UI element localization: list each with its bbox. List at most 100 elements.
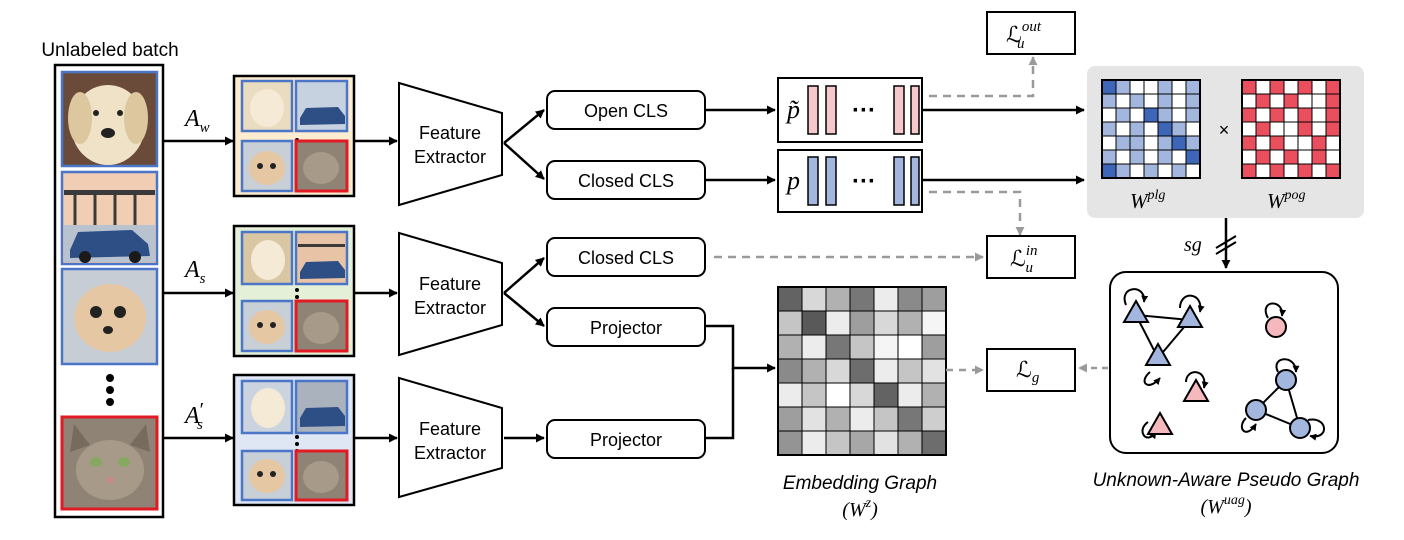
wz-grid-cell	[873, 358, 899, 384]
wpog-grid-cell	[1311, 135, 1327, 151]
w-plg-matrix	[1101, 79, 1201, 179]
wplg-grid-cell	[1115, 79, 1131, 95]
arrow-fe2-closed	[503, 257, 545, 294]
wz-grid-cell	[801, 406, 827, 432]
wpog-grid-cell	[1269, 107, 1285, 123]
wplg-grid-cell	[1171, 135, 1187, 151]
wpog-grid-cell	[1241, 107, 1257, 123]
wplg-grid-cell	[1157, 135, 1173, 151]
wplg-grid-cell	[1171, 107, 1187, 123]
wpog-grid-cell	[1269, 149, 1285, 165]
wz-grid-cell	[825, 334, 851, 360]
wz-grid-cell	[777, 286, 803, 312]
feature-extractor-1: Feature Extractor	[398, 81, 503, 207]
wz-grid-cell	[801, 310, 827, 336]
wplg-grid-cell	[1115, 107, 1131, 123]
wplg-grid-cell	[1129, 79, 1145, 95]
svg-text:p̃: p̃	[785, 95, 800, 124]
closed-prediction-vector: p ···	[777, 149, 923, 213]
wpog-grid-cell	[1283, 149, 1299, 165]
wpog-grid-cell	[1283, 135, 1299, 151]
wplg-grid-cell	[1101, 93, 1117, 109]
wplg-grid-cell	[1143, 79, 1159, 95]
w-plg-label: Wplg	[1130, 188, 1165, 213]
wplg-grid-cell	[1185, 163, 1201, 179]
svg-text:Extractor: Extractor	[414, 298, 486, 318]
wplg-grid-cell	[1143, 93, 1159, 109]
wz-grid-cell	[849, 382, 875, 408]
wpog-grid-cell	[1297, 121, 1313, 137]
wpog-grid-cell	[1325, 163, 1341, 179]
wz-grid-cell	[873, 310, 899, 336]
wpog-grid-cell	[1325, 135, 1341, 151]
wpog-grid-cell	[1269, 79, 1285, 95]
wpog-grid-cell	[1311, 107, 1327, 123]
wpog-grid-cell	[1255, 121, 1271, 137]
svg-text:Feature: Feature	[419, 123, 481, 143]
wpog-grid-cell	[1269, 93, 1285, 109]
puppy-image	[60, 267, 159, 366]
wplg-grid-cell	[1129, 93, 1145, 109]
wpog-grid-cell	[1255, 135, 1271, 151]
wz-grid-cell	[921, 382, 947, 408]
wplg-grid-cell	[1157, 149, 1173, 165]
wplg-grid-cell	[1129, 163, 1145, 179]
wz-grid-cell	[801, 382, 827, 408]
svg-text:Extractor: Extractor	[414, 443, 486, 463]
svg-text:Feature: Feature	[419, 274, 481, 294]
open-cls-box: Open CLS	[546, 90, 706, 130]
embedding-graph-label: Embedding Graph	[783, 473, 937, 494]
wplg-grid-cell	[1157, 79, 1173, 95]
closed-cls-box-2: Closed CLS	[546, 237, 706, 277]
wplg-grid-cell	[1115, 135, 1131, 151]
wz-grid-cell	[897, 310, 923, 336]
wz-grid-cell	[801, 358, 827, 384]
embedding-graph-matrix	[777, 286, 947, 456]
wpog-grid-cell	[1283, 107, 1299, 123]
wpog-grid-cell	[1325, 107, 1341, 123]
wplg-grid-cell	[1115, 121, 1131, 137]
wz-grid-cell	[873, 430, 899, 456]
wplg-grid-cell	[1157, 163, 1173, 179]
projector-box-1: Projector	[546, 307, 706, 347]
wpog-grid-cell	[1325, 79, 1341, 95]
wpog-grid-cell	[1311, 121, 1327, 137]
wplg-grid-cell	[1185, 79, 1201, 95]
closed-cls-box-1: Closed CLS	[546, 160, 706, 200]
wpog-grid-cell	[1269, 121, 1285, 137]
wpog-grid-cell	[1241, 163, 1257, 179]
wpog-grid-cell	[1311, 93, 1327, 109]
wz-grid-cell	[825, 286, 851, 312]
wpog-grid-cell	[1241, 79, 1257, 95]
wplg-grid-cell	[1129, 107, 1145, 123]
svg-text:Extractor: Extractor	[414, 147, 486, 167]
sg-label: sg	[1184, 234, 1202, 256]
arrow-fe2-proj	[503, 292, 545, 327]
wpog-grid-cell	[1255, 149, 1271, 165]
wplg-grid-cell	[1143, 135, 1159, 151]
svg-text:Projector: Projector	[590, 430, 662, 450]
wplg-grid-cell	[1143, 163, 1159, 179]
svg-text:···: ···	[852, 168, 876, 195]
wz-grid-cell	[921, 334, 947, 360]
wz-grid-cell	[921, 430, 947, 456]
wz-grid-cell	[777, 406, 803, 432]
strong-aug-batch	[232, 224, 356, 358]
wpog-grid-cell	[1283, 93, 1299, 109]
wpog-grid-cell	[1325, 149, 1341, 165]
wplg-grid-cell	[1171, 149, 1187, 165]
wpog-grid-cell	[1311, 163, 1327, 179]
wz-grid-cell	[897, 406, 923, 432]
wz-grid-cell	[897, 334, 923, 360]
wpog-grid-cell	[1325, 121, 1341, 137]
svg-text:Open CLS: Open CLS	[584, 101, 668, 121]
wz-grid-cell	[921, 310, 947, 336]
wplg-grid-cell	[1185, 121, 1201, 137]
embedding-graph-symbol: (Wz)	[842, 496, 878, 521]
wplg-grid-cell	[1171, 79, 1187, 95]
wpog-grid-frame	[1241, 79, 1341, 179]
